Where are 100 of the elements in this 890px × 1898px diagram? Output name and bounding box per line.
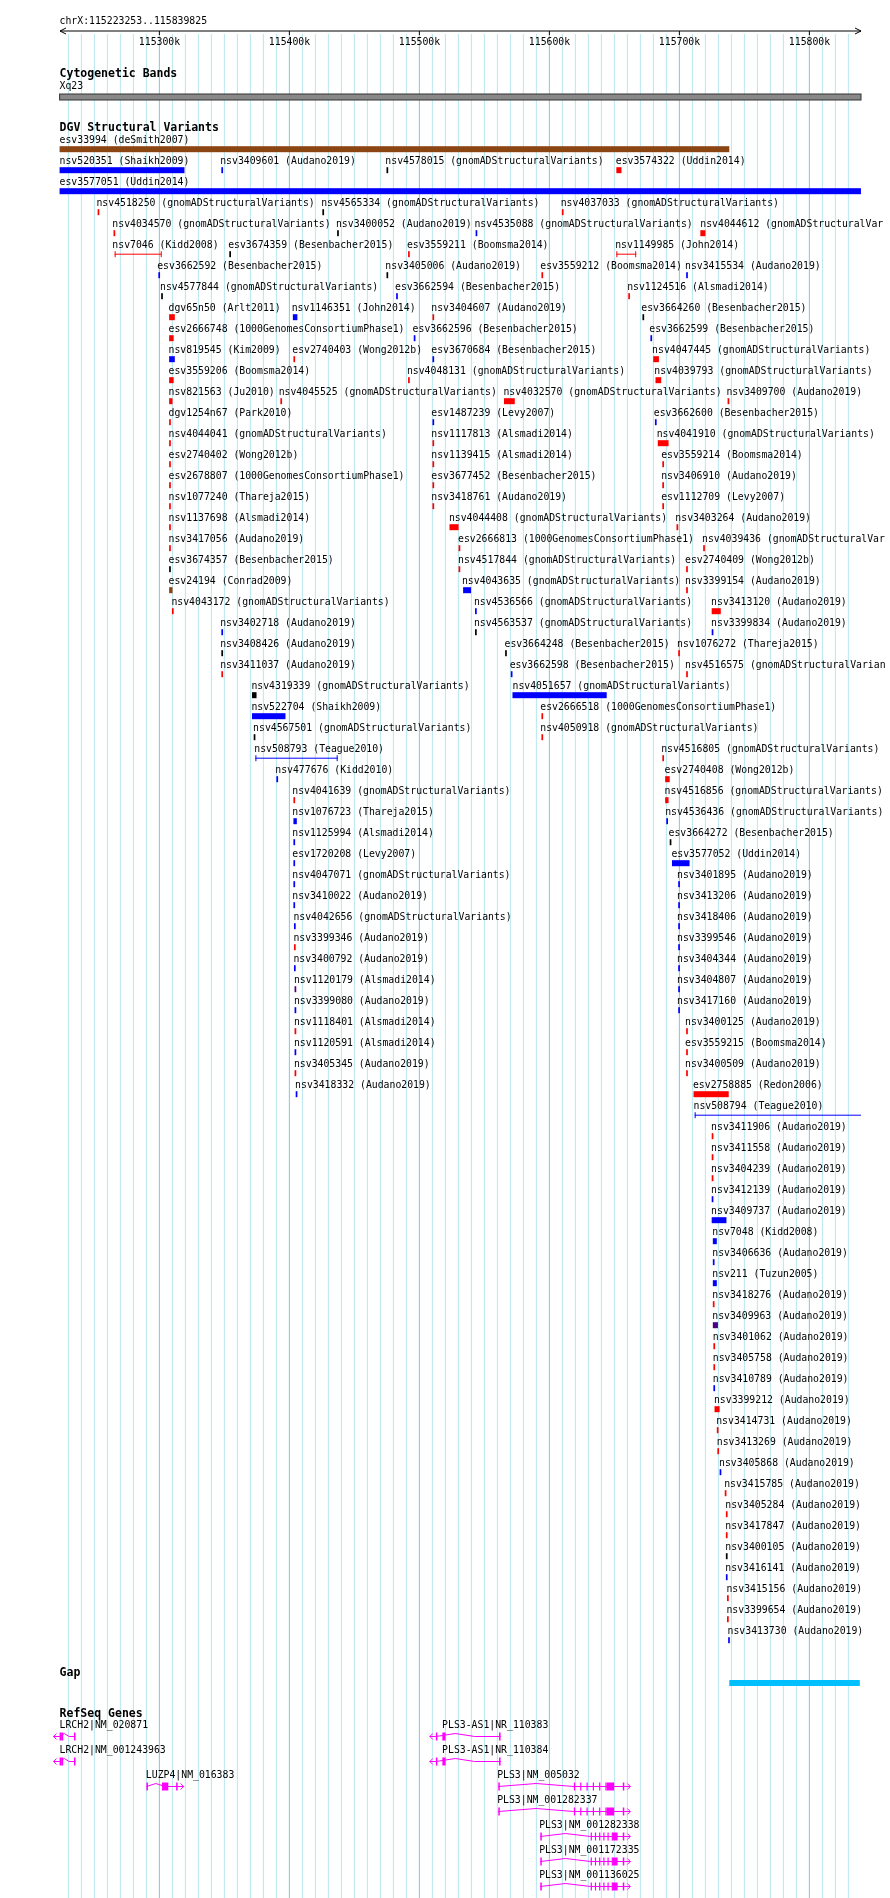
variant-label: nsv3404807 (Audano2019): [677, 973, 813, 986]
variant-label: nsv3411037 (Audano2019): [220, 658, 356, 671]
variant-label: nsv1117813 (Alsmadi2014): [431, 427, 573, 440]
gene-label: PLS3|NM_005032: [497, 1769, 580, 1781]
variant-label: nsv3402718 (Audano2019): [220, 616, 356, 629]
variant-label: nsv3403264 (Audano2019): [675, 511, 812, 524]
variant-label: nsv3409737 (Audano2019): [711, 1204, 847, 1217]
variant-label: nsv508793 (Teague2010): [254, 742, 384, 755]
variant-label: nsv3416141 (Audano2019): [725, 1561, 861, 1574]
tick-label: 115300k: [138, 36, 181, 48]
variant-label: nsv3417847 (Audano2019): [725, 1519, 861, 1532]
variant-label: esv1487239 (Levy2007): [431, 406, 556, 419]
variant-label: nsv3399154 (Audano2019): [685, 574, 821, 587]
variant-label: nsv3404344 (Audano2019): [677, 952, 813, 965]
variant-label: esv3670684 (Besenbacher2015): [431, 343, 597, 356]
variant-label: esv3664272 (Besenbacher2015): [668, 826, 834, 839]
variant-label: nsv3412139 (Audano2019): [711, 1183, 847, 1196]
variant-label: nsv4578015 (gnomADStructuralVariants): [385, 154, 604, 167]
variant-label: nsv1076723 (Thareja2015): [292, 805, 434, 818]
variant-label: nsv4319339 (gnomADStructuralVariants): [251, 679, 470, 692]
variant-label: esv2678807 (1000GenomesConsortiumPhase1): [168, 469, 405, 482]
variant-label: nsv4518250 (gnomADStructuralVariants): [96, 196, 315, 209]
variant-label: dgv65n50 (Arlt2011): [168, 301, 281, 314]
track-title: Gap: [59, 1666, 81, 1679]
variant-label: esv2740409 (Wong2012b): [685, 553, 815, 566]
variant-label: esv1112709 (Levy2007): [661, 490, 786, 503]
variant-label: esv3574322 (Uddin2014): [615, 154, 746, 167]
variant-label: esv2740403 (Wong2012b): [292, 343, 423, 356]
variant-label: nsv3410022 (Audano2019): [292, 889, 428, 902]
variant-label: nsv3418761 (Audano2019): [431, 490, 567, 503]
variant-label: nsv508794 (Teague2010): [693, 1099, 824, 1112]
tick-label: 115500k: [398, 36, 441, 48]
variant-label: nsv3401895 (Audano2019): [677, 868, 813, 881]
variant-label: nsv4039436 (gnomADStructuralVar: [702, 532, 885, 545]
variant-label: esv3559211 (Boomsma2014): [406, 238, 549, 251]
variant-label: nsv3413269 (Audano2019): [716, 1435, 853, 1448]
variant-label: nsv4042656 (gnomADStructuralVariants): [293, 910, 512, 923]
gene-label: LRCH2|NM_020871: [59, 1719, 149, 1731]
variant-label: nsv4047445 (gnomADStructuralVariants): [652, 343, 871, 356]
variant-label: nsv4043635 (gnomADStructuralVariants): [461, 574, 681, 587]
variant-label: nsv3413730 (Audano2019): [727, 1624, 864, 1637]
variant-label: nsv1124516 (Alsmadi2014): [627, 280, 769, 293]
variant-label: esv3664260 (Besenbacher2015): [641, 301, 807, 314]
variant-label: esv3662596 (Besenbacher2015): [412, 322, 578, 335]
gene-label: PLS3-AS1|NR_110383: [442, 1719, 549, 1731]
variant-label: nsv3409601 (Audano2019): [220, 154, 356, 167]
variant-label: esv33994 (deSmith2007): [59, 133, 190, 146]
track-title: DGV Structural Variants: [59, 121, 219, 134]
variant-label: nsv3413206 (Audano2019): [677, 889, 813, 902]
variant-label: esv3662594 (Besenbacher2015): [395, 280, 561, 293]
variant-label: esv3674359 (Besenbacher2015): [228, 238, 394, 251]
variant-label: esv3559214 (Boomsma2014): [661, 448, 803, 461]
variant-label: nsv3399212 (Audano2019): [713, 1393, 850, 1406]
variant-label: nsv4516856 (gnomADStructuralVariants): [664, 784, 883, 797]
variant-label: nsv3413120 (Audano2019): [711, 595, 847, 608]
variant-label: nsv4563537 (gnomADStructuralVariants): [473, 616, 693, 629]
variant-label: esv3674357 (Besenbacher2015): [168, 553, 334, 566]
variant-label: nsv4044041 (gnomADStructuralVariants): [168, 427, 387, 440]
variant-label: nsv3400509 (Audano2019): [685, 1057, 821, 1070]
variant-label: nsv1118401 (Alsmadi2014): [293, 1015, 436, 1028]
variant-label: nsv3399346 (Audano2019): [293, 931, 430, 944]
variant-label: nsv3400052 (Audano2019): [335, 217, 472, 230]
variant-label: esv3664248 (Besenbacher2015): [504, 637, 670, 650]
variant-label: nsv3418406 (Audano2019): [677, 910, 813, 923]
variant-label: esv2740408 (Wong2012b): [664, 763, 795, 776]
variant-label: esv3577051 (Uddin2014): [59, 175, 190, 188]
variant-label: nsv4047071 (gnomADStructuralVariants): [292, 868, 511, 881]
variant-label: nsv522704 (Shaikh2009): [251, 700, 382, 713]
variant-label: nsv3406636 (Audano2019): [712, 1246, 848, 1259]
variant-label: nsv4565334 (gnomADStructuralVariants): [321, 196, 540, 209]
variant-label: nsv3418332 (Audano2019): [295, 1078, 431, 1091]
variant-label: esv24194 (Conrad2009): [168, 574, 293, 587]
variant-label: nsv4041639 (gnomADStructuralVariants): [292, 784, 511, 797]
variant-label: nsv4048131 (gnomADStructuralVariants): [406, 364, 626, 377]
variant-label: nsv3405758 (Audano2019): [712, 1351, 849, 1364]
variant-label: nsv4032570 (gnomADStructuralVariants): [503, 385, 722, 398]
variant-label: nsv3399546 (Audano2019): [677, 931, 813, 944]
variant-label: nsv4577844 (gnomADStructuralVariants): [160, 280, 379, 293]
variant-label: nsv3418276 (Audano2019): [712, 1288, 848, 1301]
variant-label: nsv3414731 (Audano2019): [716, 1414, 852, 1427]
variant-label: nsv4045525 (gnomADStructuralVariants): [278, 385, 497, 398]
variant-label: esv2740402 (Wong2012b): [168, 448, 299, 461]
gene-label: PLS3|NM_001282337: [497, 1794, 598, 1806]
track-title: Cytogenetic Bands: [59, 67, 178, 80]
gene-label: LUZP4|NM_016383: [145, 1769, 235, 1781]
variant-label: nsv3415785 (Audano2019): [724, 1477, 860, 1490]
variant-label: nsv819545 (Kim2009): [168, 343, 281, 356]
variant-label: nsv3404607 (Audano2019): [431, 301, 567, 314]
variant-label: esv2666748 (1000GenomesConsortiumPhase1): [168, 322, 405, 335]
variant-label: nsv4050918 (gnomADStructuralVariants): [540, 721, 759, 734]
variant-label: nsv3400105 (Audano2019): [725, 1540, 861, 1553]
variant-label: nsv4535088 (gnomADStructuralVariants): [474, 217, 693, 230]
variant-label: nsv3405868 (Audano2019): [719, 1456, 855, 1469]
variant-label: nsv4041910 (gnomADStructuralVariants): [656, 427, 875, 440]
gene-label: PLS3-AS1|NR_110384: [442, 1744, 549, 1756]
variant-label: esv3662599 (Besenbacher2015): [649, 322, 815, 335]
gene-label: PLS3|NM_001136025: [539, 1869, 640, 1881]
variant-label: nsv3409963 (Audano2019): [712, 1309, 848, 1322]
variant-label: nsv3417160 (Audano2019): [677, 994, 813, 1007]
tick-label: 115600k: [528, 36, 571, 48]
